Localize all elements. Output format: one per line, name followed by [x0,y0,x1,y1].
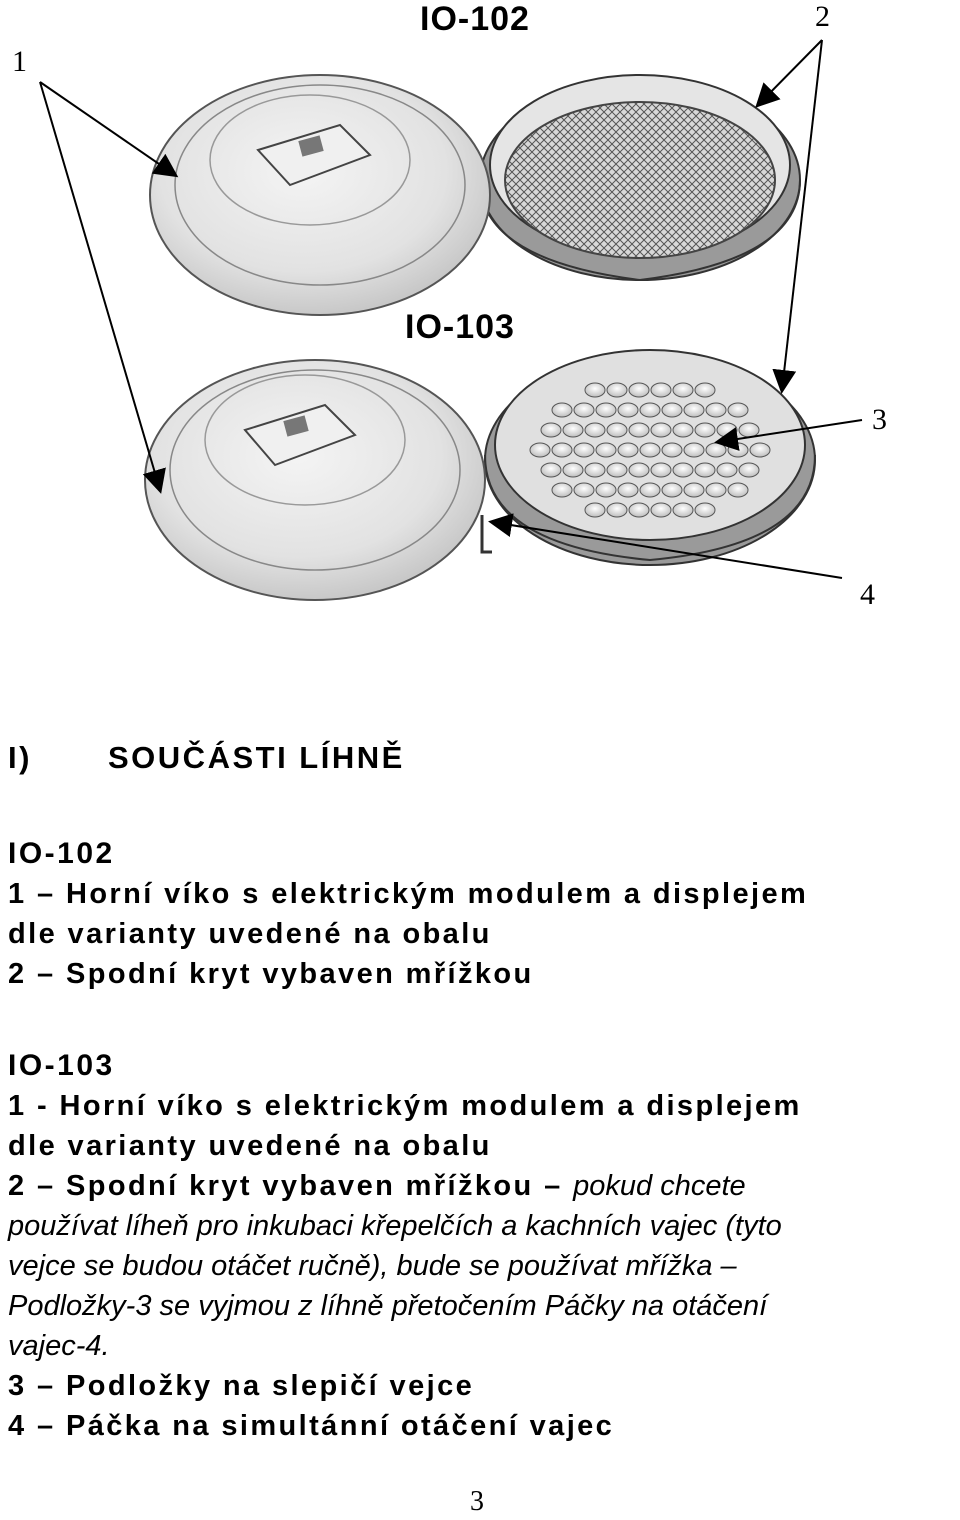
egg-cup [705,402,727,418]
egg-cup [628,422,650,438]
io103-item-2-bold: 2 – Spodní kryt vybaven mřížkou – [8,1170,563,1202]
egg-cup [661,482,683,498]
model-heading-io102: IO-102 [8,837,115,870]
egg-cup [683,402,705,418]
egg-cup [738,422,760,438]
egg-cup [672,382,694,398]
io103-item-3: 3 – Podložky na slepičí vejce [8,1370,475,1402]
io103-item-2-italic-1: pokud chcete [573,1170,746,1202]
io103-item-1b: dle varianty uvedené na obalu [8,1130,492,1162]
egg-cup [672,502,694,518]
egg-cup [661,442,683,458]
egg-cup [716,422,738,438]
section-title: SOUČÁSTI LÍHNĚ [108,740,405,775]
callout-1: 1 [12,45,27,78]
egg-cup [595,442,617,458]
figure-label-io102: IO-102 [420,0,530,38]
io103-lid [144,359,486,601]
egg-cup [727,442,749,458]
io103-item-2: 2 – Spodní kryt vybaven mřížkou – pokud … [8,1166,958,1206]
egg-cup [617,442,639,458]
egg-cup [562,422,584,438]
egg-cup [573,402,595,418]
egg-cup [595,402,617,418]
egg-cup [584,462,606,478]
egg-cup [672,422,694,438]
egg-cup [551,402,573,418]
io103-item-2-italic-2: používat líheň pro inkubaci křepelčích a… [8,1210,782,1242]
io103-item-2-italic-3: vejce se budou otáčet ručně), bude se po… [8,1250,737,1282]
egg-cup [628,502,650,518]
egg-cup [562,462,584,478]
egg-cup [606,462,628,478]
egg-cup [683,442,705,458]
io103-item-2-italic-4: Podložky-3 se vyjmou z líhně přetočením … [8,1290,768,1322]
egg-cup [573,442,595,458]
callout-3: 3 [872,403,887,436]
section-number: I) [8,740,32,775]
incubator-drawing [39,39,863,601]
egg-cup [573,482,595,498]
egg-cup [529,442,551,458]
egg-cup [551,482,573,498]
egg-cup [738,462,760,478]
incubator-figure: IO-102 IO-103 1 2 3 4 [0,0,960,660]
egg-cup [584,422,606,438]
egg-cup [540,462,562,478]
egg-cup [705,482,727,498]
egg-cup [584,382,606,398]
io102-base [479,74,801,282]
egg-cup [639,482,661,498]
io103-item-1a: 1 - Horní víko s elektrickým modulem a d… [8,1090,802,1122]
io102-item-2: 2 – Spodní kryt vybaven mřížkou [8,958,534,990]
egg-cup [672,462,694,478]
egg-cup [650,422,672,438]
egg-cup [727,402,749,418]
io103-item-2-italic-5: vajec-4. [8,1330,110,1362]
io102-item-1a: 1 – Horní víko s elektrickým modulem a d… [8,878,809,910]
egg-cup [584,502,606,518]
egg-cup [606,382,628,398]
io103-item-4: 4 – Páčka na simultánní otáčení vajec [8,1410,615,1442]
section-heading: I) SOUČÁSTI LÍHNĚ [8,740,958,776]
io102-item-1b: dle varianty uvedené na obalu [8,918,492,950]
egg-cup [727,482,749,498]
egg-cup [694,462,716,478]
egg-cups [529,382,771,518]
egg-cup [628,382,650,398]
model-heading-io103: IO-103 [8,1049,115,1082]
egg-cup [617,482,639,498]
callout-arrows [39,39,863,579]
egg-cup [650,382,672,398]
egg-cup [694,382,716,398]
egg-cup [716,462,738,478]
egg-cup [595,482,617,498]
document-body: I) SOUČÁSTI LÍHNĚ IO-102 1 – Horní víko s… [8,740,958,1446]
egg-cup [749,442,771,458]
io102-lid [149,74,491,316]
egg-cup [606,422,628,438]
egg-cup [650,462,672,478]
egg-cup [661,402,683,418]
egg-cup [694,422,716,438]
egg-cup [606,502,628,518]
egg-cup [694,502,716,518]
egg-cup [683,482,705,498]
egg-cup [551,442,573,458]
egg-cup [639,402,661,418]
egg-cup [705,442,727,458]
egg-cup [540,422,562,438]
callout-4: 4 [860,578,875,611]
egg-cup [650,502,672,518]
egg-cup [628,462,650,478]
io103-base [480,349,816,566]
page-number: 3 [470,1486,484,1517]
callout-2: 2 [815,0,830,33]
figure-label-io103: IO-103 [405,308,515,346]
egg-cup [639,442,661,458]
egg-cup [617,402,639,418]
